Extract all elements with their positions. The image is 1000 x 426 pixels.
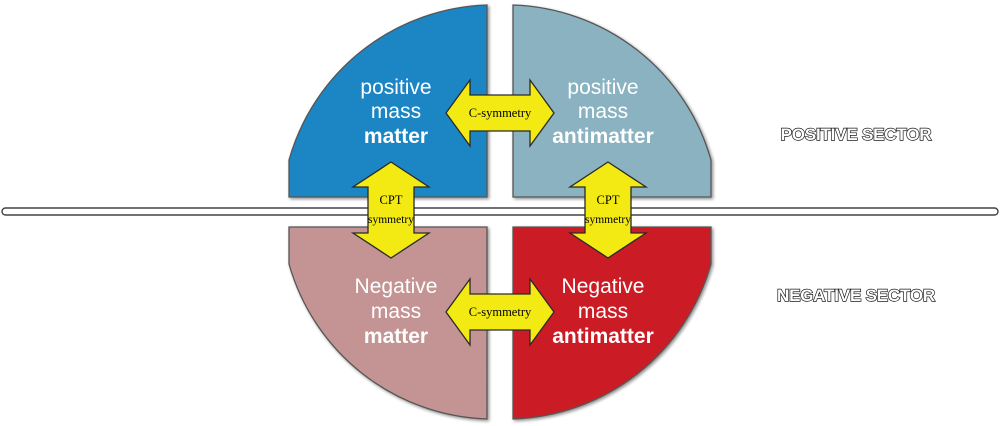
- quadrant-positive-antimatter: [512, 4, 712, 198]
- c-symmetry-top-label: C-symmetry: [469, 106, 532, 120]
- positive-sector-label: POSITIVE SECTOR: [781, 125, 932, 144]
- top-left-line3: matter: [364, 125, 428, 148]
- top-left-line1: positive: [360, 76, 431, 99]
- c-symmetry-bottom-arrow: [445, 277, 555, 347]
- bottom-left-line3: matter: [364, 325, 428, 348]
- cpt-left-label-line2: symmetry: [368, 214, 414, 226]
- bottom-right-line3: antimatter: [552, 325, 654, 348]
- bottom-left-line1: Negative: [355, 275, 438, 298]
- c-symmetry-bottom-label: C-symmetry: [469, 305, 532, 319]
- top-left-line2: mass: [371, 100, 421, 123]
- bottom-left-line2: mass: [371, 300, 421, 323]
- cpt-right-label-line2: symmetry: [585, 214, 631, 226]
- cpt-left-label-line1: CPT: [380, 193, 403, 207]
- top-right-line3: antimatter: [552, 125, 654, 148]
- quadrant-positive-matter: [288, 4, 488, 198]
- top-right-line2: mass: [578, 100, 628, 123]
- top-right-line1: positive: [567, 76, 638, 99]
- c-symmetry-top-arrow: [445, 78, 555, 148]
- quadrant-negative-matter: [288, 226, 488, 420]
- horizontal-divider: [1, 207, 999, 216]
- cpt-left-arrow: [350, 161, 432, 259]
- cpt-right-label-line1: CPT: [597, 193, 620, 207]
- negative-sector-label: NEGATIVE SECTOR: [777, 286, 935, 305]
- quadrant-negative-antimatter: [512, 226, 712, 420]
- bottom-right-line2: mass: [578, 300, 628, 323]
- cpt-right-arrow: [567, 161, 649, 259]
- bottom-right-line1: Negative: [562, 275, 645, 298]
